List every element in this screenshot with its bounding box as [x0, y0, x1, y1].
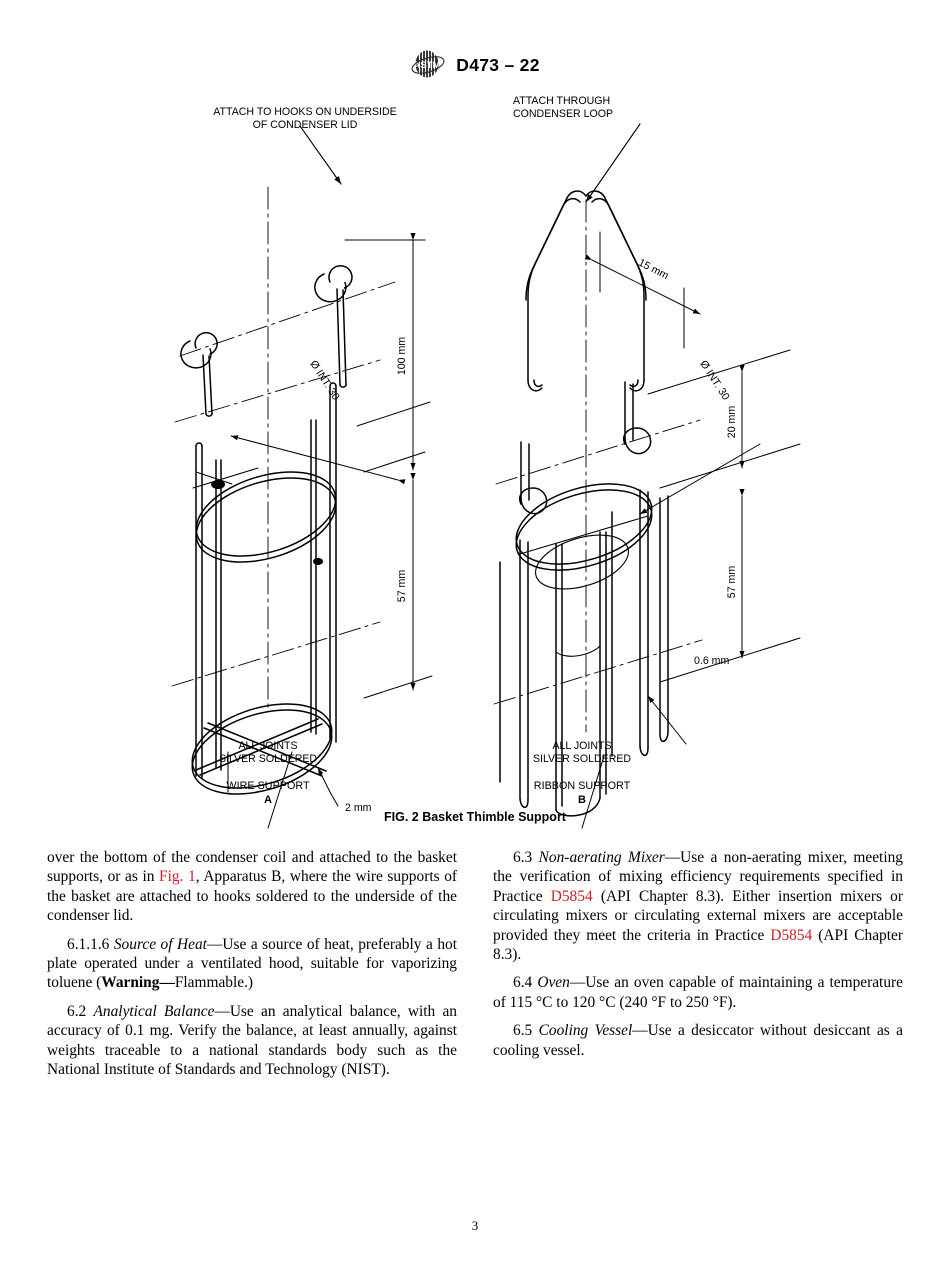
right-top-note-line2: CONDENSER LOOP: [513, 108, 613, 120]
section-number-64: 6.4: [513, 974, 533, 992]
para-6116-text2: Flammable.): [174, 974, 254, 992]
paragraph-6-4: 6.4 Oven—Use an oven capable of maintain…: [493, 973, 903, 1012]
page-header: ASTM D473 – 22: [0, 48, 950, 82]
para-65-text: —Use a desiccator without desiccant as a…: [493, 1022, 903, 1059]
figure-2-illustration: ATTACH TO HOOKS ON UNDERSIDE OF CONDENSE…: [0, 92, 950, 837]
para-63-text1: —Use a non-aerating mixer, meeting the v…: [493, 849, 903, 905]
section-number-63: 6.3: [513, 849, 533, 866]
left-joints-line2: SILVER SOLDERED: [219, 753, 317, 765]
section-title-6116: Source of Heat: [113, 935, 207, 953]
paragraph-continued: over the bottom of the condenser coil an…: [47, 848, 457, 926]
section-title-65: Cooling Vessel: [538, 1022, 633, 1040]
right-support-title: RIBBON SUPPORT: [534, 780, 631, 792]
section-title-62: Analytical Balance: [93, 1002, 215, 1020]
para-63-text2: (API Chapter 8.3). Either insertion mixe…: [493, 887, 903, 944]
astm-logo-icon: ASTM: [410, 48, 446, 82]
left-joints-line1: ALL JOINTS: [238, 740, 297, 752]
standard-designation: D473 – 22: [456, 54, 540, 75]
left-support-title: WIRE SUPPORT: [226, 780, 310, 792]
para-63-text3: (API Chapter 8.3).: [493, 926, 903, 964]
para-62-text: —Use an analytical balance, with an accu…: [47, 1002, 458, 1079]
para-64-text: —Use an oven capable of maintaining a te…: [493, 974, 903, 1011]
d5854-link-1[interactable]: D5854: [550, 887, 593, 905]
left-dim-body: 57 mm: [396, 570, 408, 603]
section-title-64: Oven: [537, 974, 570, 992]
d5854-link-2[interactable]: D5854: [770, 926, 813, 944]
right-top-note-line1: ATTACH THROUGH: [513, 95, 610, 107]
figure-caption: FIG. 2 Basket Thimble Support: [384, 810, 566, 824]
right-dim-thickness: 0.6 mm: [694, 655, 729, 667]
right-joints-line2: SILVER SOLDERED: [533, 753, 631, 765]
para-continued-text1: over the bottom of the condenser coil an…: [47, 849, 457, 886]
section-number-65: 6.5: [513, 1022, 533, 1040]
section-number-62: 6.2: [67, 1002, 87, 1020]
right-dim-body: 57 mm: [726, 566, 738, 599]
left-top-note-line1: ATTACH TO HOOKS ON UNDERSIDE: [213, 106, 396, 118]
paragraph-6-5: 6.5 Cooling Vessel—Use a desiccator with…: [493, 1021, 903, 1060]
para-continued-text2: , Apparatus B, where the wire supports o…: [47, 868, 458, 925]
paragraph-6-2: 6.2 Analytical Balance—Use an analytical…: [47, 1002, 457, 1080]
para-6116-text1: —Use a source of heat, preferably a hot …: [47, 935, 457, 992]
right-joints-line1: ALL JOINTS: [552, 740, 611, 752]
right-column: 6.3 Non-aerating Mixer—Use a non-aeratin…: [493, 848, 903, 1079]
left-dim-wire: 2 mm: [345, 802, 372, 814]
left-column: over the bottom of the condenser coil an…: [47, 848, 457, 1079]
section-number-6116: 6.1.1.6: [67, 935, 110, 953]
page-number: 3: [471, 1218, 479, 1233]
svg-text:ASTM: ASTM: [414, 60, 441, 71]
right-support-letter: B: [578, 794, 586, 806]
paragraph-6-3: 6.3 Non-aerating Mixer—Use a non-aeratin…: [493, 848, 903, 964]
fig-1-link[interactable]: Fig. 1: [159, 868, 196, 886]
left-top-note-line2: OF CONDENSER LID: [253, 119, 358, 131]
paragraph-6-1-1-6: 6.1.1.6 Source of Heat—Use a source of h…: [47, 935, 457, 993]
body-columns: over the bottom of the condenser coil an…: [47, 848, 903, 1079]
left-dim-height: 100 mm: [396, 337, 408, 375]
right-dim-diameter: Ø INT. 30: [697, 358, 731, 402]
left-support-letter: A: [264, 794, 272, 806]
section-title-63: Non-aerating Mixer: [538, 849, 665, 866]
right-dim-band: 20 mm: [726, 406, 738, 439]
warning-label: Warning—: [101, 974, 175, 992]
